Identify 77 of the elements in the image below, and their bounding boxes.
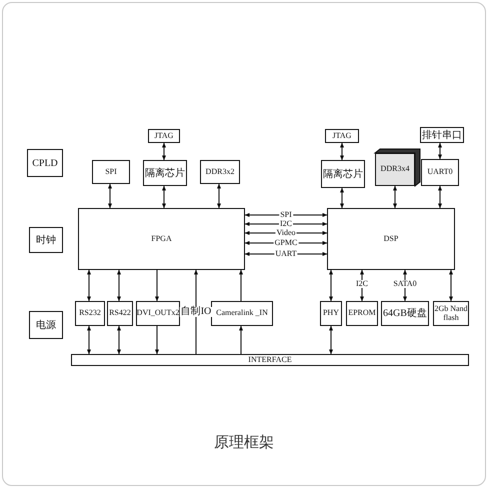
block-label: RS232 bbox=[79, 309, 101, 318]
block-label: PHY bbox=[322, 309, 339, 318]
block-box bbox=[211, 301, 273, 326]
arrow bbox=[194, 270, 198, 354]
arrow bbox=[217, 184, 221, 208]
block-box bbox=[136, 301, 180, 326]
arrow bbox=[155, 326, 159, 354]
block-label: Cameralink _IN bbox=[216, 309, 268, 318]
block-label: EPROM bbox=[348, 309, 376, 318]
arrow bbox=[162, 186, 166, 208]
edge-label: GPMC bbox=[274, 239, 298, 247]
block-label: CPLD bbox=[32, 158, 58, 168]
arrow bbox=[360, 270, 364, 302]
block-box bbox=[375, 153, 415, 186]
block-box bbox=[29, 227, 63, 253]
arrow bbox=[108, 184, 112, 208]
arrow bbox=[117, 270, 121, 302]
block-box bbox=[421, 159, 459, 186]
block-box bbox=[92, 160, 130, 184]
arrow bbox=[329, 326, 333, 354]
edge-label: SATA0 bbox=[392, 280, 418, 288]
block-label: 电源 bbox=[36, 320, 56, 330]
block-box bbox=[320, 301, 342, 326]
edge-label: 自制IO bbox=[180, 307, 212, 317]
block-label: DDR3x4 bbox=[380, 165, 410, 174]
block-box bbox=[381, 301, 429, 326]
block-box bbox=[200, 160, 240, 184]
edge-label: I2C bbox=[279, 220, 293, 228]
block-label: DDR3x2 bbox=[206, 168, 234, 176]
block-label: FPGA bbox=[151, 234, 172, 244]
arrow bbox=[340, 188, 344, 208]
block-box bbox=[143, 160, 187, 186]
block-label: 隔离芯片 bbox=[323, 168, 363, 180]
edge-label: Video bbox=[275, 229, 297, 237]
edge-label: I2C bbox=[355, 280, 369, 288]
block-label: UART0 bbox=[427, 168, 453, 177]
arrow bbox=[340, 142, 344, 160]
block-box bbox=[321, 160, 365, 188]
arrow bbox=[244, 222, 328, 226]
arrow bbox=[162, 142, 166, 160]
block-box bbox=[327, 208, 455, 270]
block-label: 时钟 bbox=[36, 234, 56, 246]
edge-label: SPI bbox=[279, 211, 293, 219]
block-box bbox=[27, 149, 63, 177]
block-label: JTAG bbox=[154, 132, 174, 140]
arrow bbox=[117, 326, 121, 354]
block-label: DVI_OUTx2 bbox=[136, 309, 180, 318]
block-box bbox=[346, 301, 378, 326]
arrow bbox=[87, 270, 91, 302]
block-label: 2Gb Nand flash bbox=[434, 304, 468, 322]
block-box bbox=[75, 301, 105, 326]
block-label: 64GB硬盘 bbox=[383, 308, 427, 319]
interface-bar bbox=[71, 354, 469, 366]
arrow bbox=[239, 326, 243, 354]
block-label: 排针串口 bbox=[422, 130, 462, 140]
arrow bbox=[438, 142, 442, 160]
arrow bbox=[87, 326, 91, 354]
arrow bbox=[155, 270, 159, 302]
block-box bbox=[78, 208, 245, 270]
block-box bbox=[325, 129, 359, 143]
block-box bbox=[107, 301, 133, 326]
block-box bbox=[148, 129, 180, 143]
block-box bbox=[29, 311, 63, 339]
block-label: 隔离芯片 bbox=[145, 168, 185, 178]
arrow bbox=[393, 186, 397, 208]
caption: 原理框架 bbox=[214, 433, 274, 451]
block-label: DSP bbox=[384, 234, 398, 244]
arrow bbox=[239, 270, 243, 302]
block-label: INTERFACE bbox=[248, 356, 292, 364]
block-label: RS422 bbox=[109, 309, 131, 318]
edge-label: UART bbox=[274, 250, 298, 258]
arrow bbox=[329, 270, 333, 302]
arrow bbox=[438, 186, 442, 208]
arrow bbox=[244, 213, 328, 217]
block-label: JTAG bbox=[332, 132, 352, 140]
block-label: SPI bbox=[105, 168, 117, 176]
arrow bbox=[449, 270, 453, 302]
